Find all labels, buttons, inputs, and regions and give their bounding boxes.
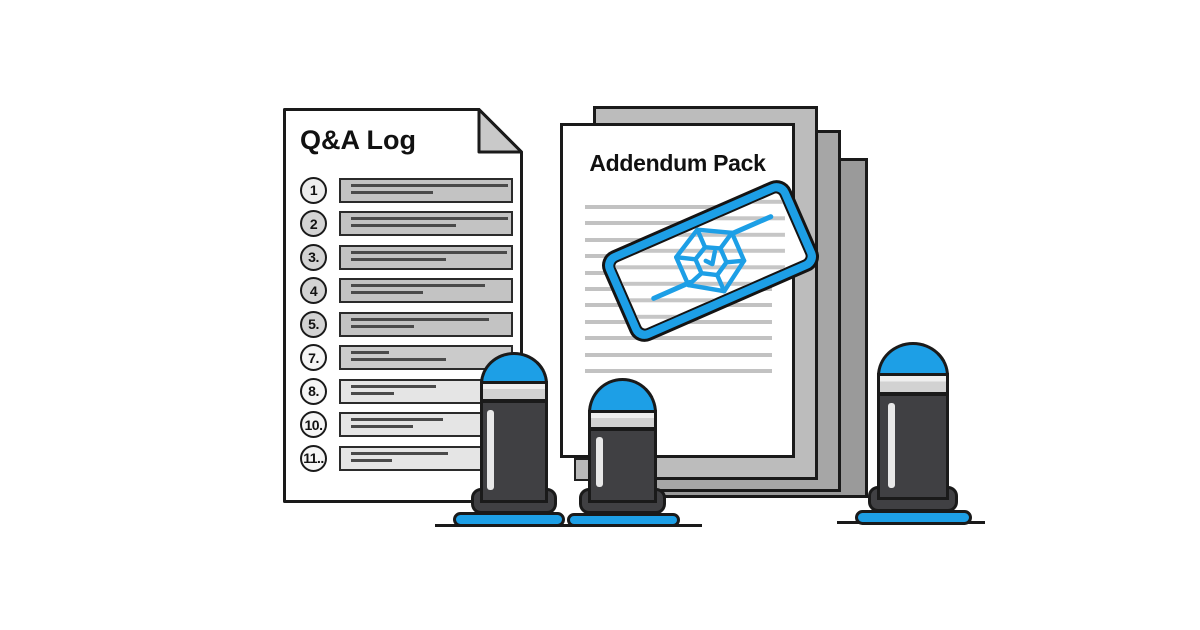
qa-item-number: 8. — [308, 383, 319, 399]
addendum-pack-title: Addendum Pack — [589, 150, 766, 176]
qa-item-number-badge: 1 — [300, 176, 327, 204]
qa-item-number-badge: 4 — [300, 277, 327, 304]
page-fold-corner — [477, 108, 523, 154]
qa-item-text-bar — [339, 177, 513, 203]
qa-text-line — [351, 418, 443, 421]
qa-item-number-badge: 7. — [300, 344, 327, 371]
bollard-base — [453, 512, 565, 527]
qa-text-line — [351, 183, 508, 187]
qa-item-number: 10. — [304, 416, 323, 433]
qa-text-line — [351, 451, 448, 455]
qa-item-text-bar — [339, 278, 513, 303]
qa-item-number: 2 — [309, 215, 318, 232]
qa-list-row: 2 — [283, 210, 523, 238]
bollard-highlight-stripe — [596, 437, 603, 487]
qa-text-line — [351, 224, 456, 227]
qa-item-number-badge: 11.. — [300, 444, 327, 472]
qa-item-number-badge: 8. — [300, 377, 327, 405]
blueprint-card — [596, 175, 825, 347]
qa-text-line — [351, 257, 446, 261]
qa-list-row: 5. — [283, 310, 523, 339]
qa-text-line — [351, 190, 433, 194]
qa-list-row: 3. — [283, 243, 523, 272]
qa-item-text-bar — [339, 244, 513, 270]
qa-text-line — [351, 250, 507, 254]
qa-item-number-badge: 3. — [300, 243, 327, 271]
qa-log-document: Q&A Log 1 2 3. 4 5. 7. 8. 10. 11.. — [283, 108, 523, 503]
qa-text-line — [351, 317, 489, 321]
qa-log-title: Q&A Log — [300, 125, 416, 155]
qa-text-line — [351, 458, 392, 462]
blueprint-card-face — [611, 189, 810, 333]
qa-item-number-badge: 5. — [300, 310, 327, 338]
qa-item-text-bar — [339, 311, 513, 337]
addendum-text-line — [585, 205, 772, 209]
bollard-base — [567, 513, 680, 527]
addendum-text-line — [585, 352, 772, 357]
qa-page-shape — [283, 108, 523, 503]
qa-text-line — [351, 217, 508, 220]
qa-text-line — [351, 324, 414, 328]
qa-list-row: 4 — [283, 277, 523, 305]
qa-item-number: 3. — [308, 249, 319, 265]
qa-text-line — [351, 358, 446, 361]
qa-item-number-badge: 10. — [300, 411, 327, 438]
bollard-band — [877, 373, 949, 395]
qa-text-line — [351, 384, 436, 388]
qa-item-number: 4 — [309, 282, 318, 299]
addendum-text-line — [585, 368, 772, 373]
bollard-band — [588, 410, 657, 430]
qa-text-line — [351, 291, 423, 294]
qa-item-text-bar — [339, 211, 513, 236]
qa-item-number: 7. — [308, 349, 319, 366]
qa-list-row: 7. — [283, 344, 523, 372]
qa-text-line — [351, 284, 485, 287]
bollard-highlight-stripe — [487, 410, 494, 490]
bollard-base — [855, 510, 972, 525]
bollard-band — [480, 381, 548, 402]
qa-text-line — [351, 351, 389, 354]
qa-text-line — [351, 425, 413, 428]
qa-list-row: 1 — [283, 176, 523, 205]
qa-item-number: 5. — [308, 316, 319, 332]
bollard-dome — [877, 342, 949, 376]
qa-text-line — [351, 391, 394, 395]
qa-item-number-badge: 2 — [300, 210, 327, 237]
bollard-highlight-stripe — [888, 403, 895, 488]
qa-item-number: 1 — [309, 182, 318, 198]
qa-item-number: 11.. — [303, 450, 324, 466]
addendum-text-line — [585, 336, 772, 341]
